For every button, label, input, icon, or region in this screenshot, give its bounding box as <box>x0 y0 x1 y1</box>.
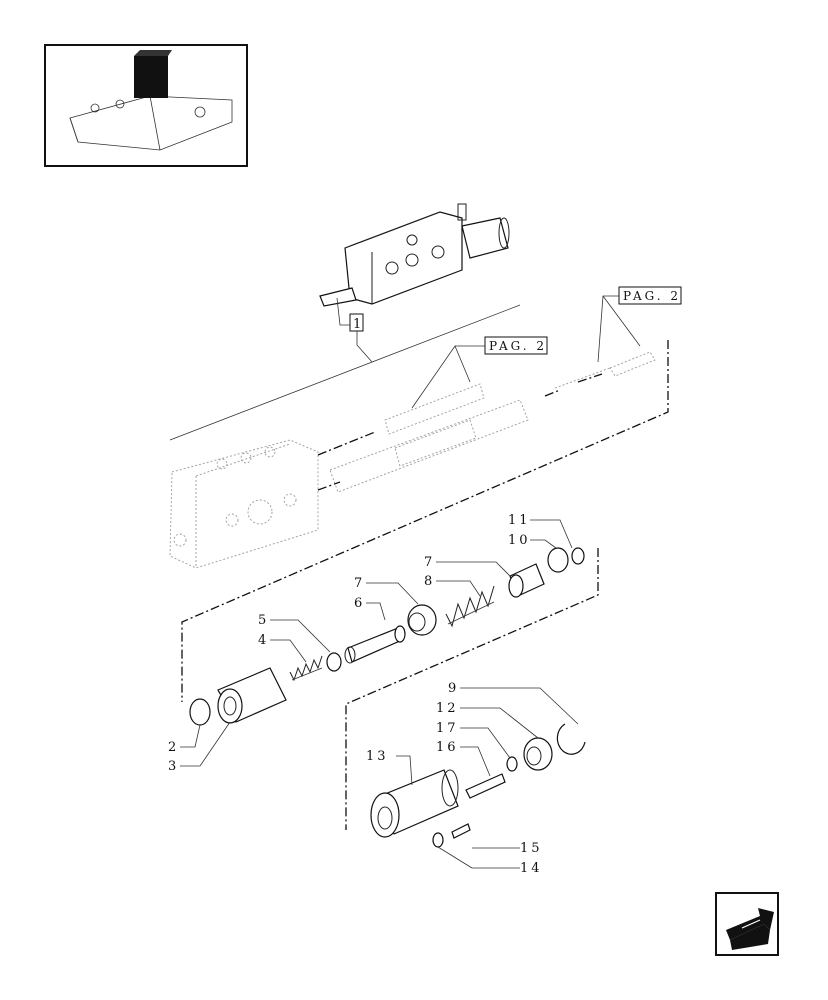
axis-line-upper <box>317 373 603 491</box>
frame-lower <box>345 548 599 830</box>
label-12: 12 <box>436 701 459 716</box>
label-9: 9 <box>448 681 459 696</box>
part-13-housing <box>370 769 459 838</box>
back-arrow-button[interactable] <box>715 892 779 956</box>
part-16-pin <box>465 773 506 799</box>
part-15-bolt <box>451 823 471 839</box>
label-16: 16 <box>436 740 459 755</box>
leader-lines <box>180 519 579 869</box>
part-14-washer <box>432 832 444 848</box>
spool-assembly <box>329 351 656 493</box>
part-10-washer <box>547 547 569 573</box>
label-2: 2 <box>168 740 179 755</box>
part-7-seat-left <box>407 604 437 636</box>
label-7-right: 7 <box>424 555 435 570</box>
label-14: 14 <box>520 861 543 876</box>
label-3: 3 <box>168 759 179 774</box>
label-7-left: 7 <box>354 576 365 591</box>
part-2-oring <box>189 698 211 726</box>
label-8: 8 <box>424 574 435 589</box>
svg-text:PAG. 2: PAG. 2 <box>489 339 547 353</box>
part-6-plunger <box>344 625 406 664</box>
label-5: 5 <box>258 613 269 628</box>
label-13: 13 <box>366 749 389 764</box>
label-1: 1 <box>353 317 364 332</box>
part-12-bushing <box>523 737 553 771</box>
label-17: 17 <box>436 721 459 736</box>
svg-text:PAG. 2: PAG. 2 <box>623 289 681 303</box>
part-3-cylinder <box>217 667 287 724</box>
part-17-washer <box>506 756 518 772</box>
part-7-seat-right <box>508 563 545 598</box>
valve-cover-thumbnail-icon <box>69 50 233 151</box>
ref-pag-2-a[interactable]: PAG. 2 <box>411 336 548 409</box>
label-4: 4 <box>258 633 269 648</box>
label-10: 10 <box>508 533 531 548</box>
valve-assembly <box>319 203 510 307</box>
part-5-ring <box>326 652 342 672</box>
label-6: 6 <box>354 596 365 611</box>
part-8-spring <box>445 585 495 628</box>
back-arrow-icon <box>726 908 774 950</box>
label-15: 15 <box>520 841 543 856</box>
frame-upper <box>181 340 669 702</box>
label-11: 11 <box>508 513 531 528</box>
ghost-valve-block <box>169 304 521 569</box>
part-4-spring <box>289 655 323 682</box>
callout-1[interactable]: 1 <box>336 297 373 363</box>
part-9-clip <box>556 723 586 755</box>
ref-pag-2-b[interactable]: PAG. 2 <box>597 286 682 363</box>
part-11-ring <box>571 547 585 565</box>
thumbnail-box[interactable] <box>44 44 248 167</box>
